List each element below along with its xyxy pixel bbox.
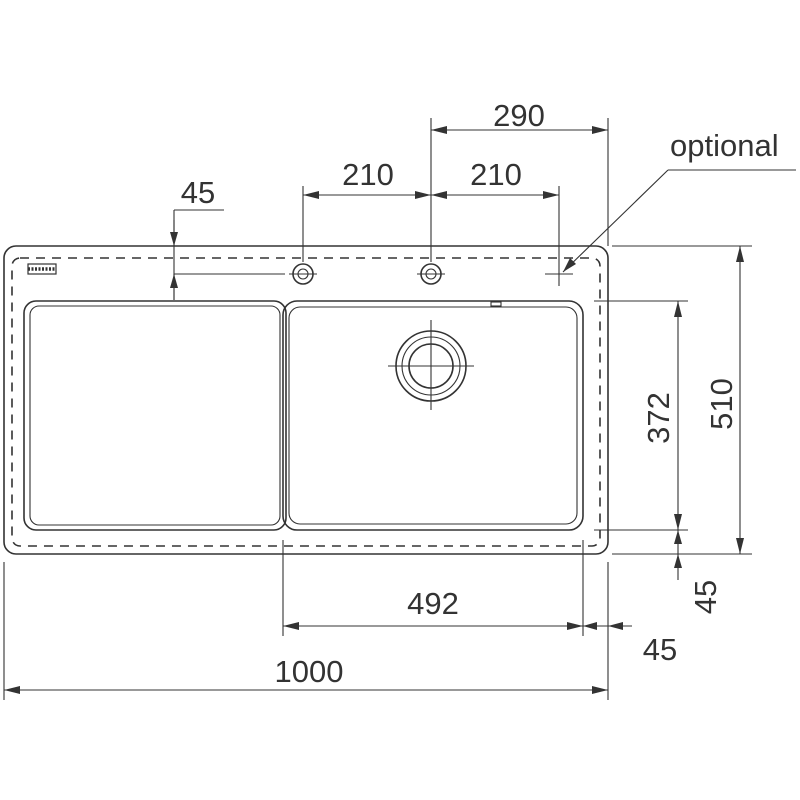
sink-body xyxy=(3,245,609,555)
tap-holes xyxy=(174,262,573,286)
dimension-492-label: 492 xyxy=(407,586,459,621)
sink-dashed-cutout-line xyxy=(11,257,601,547)
drainboard-inner-outline xyxy=(29,305,281,526)
tap-hole-2 xyxy=(417,263,445,285)
optional-label: optional xyxy=(670,128,779,163)
extension-lines xyxy=(3,118,752,700)
drain-icon xyxy=(388,320,474,410)
bowl-outline xyxy=(282,300,584,531)
dimension-510: 510 xyxy=(704,246,744,554)
dimension-45-side: 45 xyxy=(583,622,677,667)
dimension-492: 492 xyxy=(283,586,583,630)
dimension-45-front: 45 xyxy=(674,530,723,614)
overflow-slot xyxy=(490,301,502,307)
dimension-510-label: 510 xyxy=(704,378,739,430)
optional-callout: optional xyxy=(562,128,796,273)
sink-outer-outline xyxy=(3,245,609,555)
dimension-1000: 1000 xyxy=(4,654,608,694)
dimension-372: 372 xyxy=(641,301,682,530)
dimension-210-left-label: 210 xyxy=(342,157,394,192)
dimension-290-label: 290 xyxy=(493,98,545,133)
bowl-inner-outline xyxy=(288,306,578,525)
dimension-45-front-label: 45 xyxy=(688,580,723,614)
drainboard-outline xyxy=(23,300,287,531)
dimension-210-right-label: 210 xyxy=(470,157,522,192)
dimension-290: 290 xyxy=(431,98,608,134)
dimension-1000-label: 1000 xyxy=(275,654,344,689)
dimension-45-side-label: 45 xyxy=(643,632,677,667)
dimension-372-label: 372 xyxy=(641,392,676,444)
dimension-210-left: 210 xyxy=(303,157,431,199)
dimension-45-top-label: 45 xyxy=(181,175,215,210)
brand-logo-plate xyxy=(27,263,57,275)
tap-hole-optional xyxy=(545,262,573,286)
tap-hole-1 xyxy=(289,263,317,285)
dimension-210-right: 210 xyxy=(431,157,559,199)
dimension-45-top: 45 xyxy=(170,175,224,300)
